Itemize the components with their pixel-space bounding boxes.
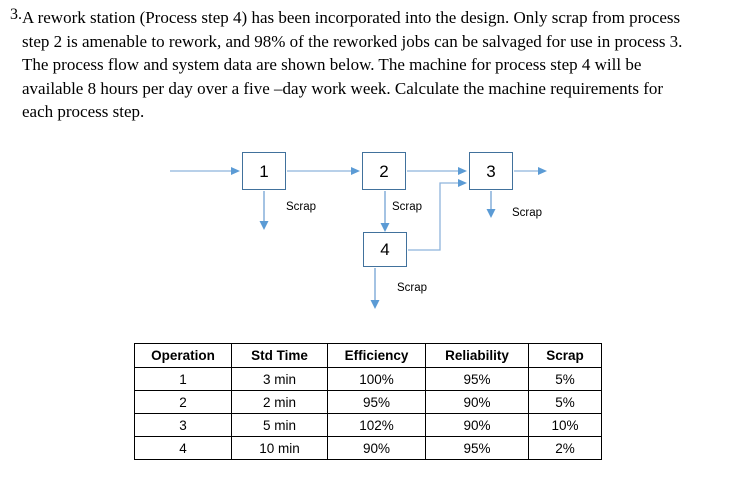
scrap-label-step2: Scrap <box>392 201 423 213</box>
cell-operation: 3 <box>134 413 232 437</box>
column-header-scrap: Scrap <box>528 343 602 368</box>
scrap-label-step4: Scrap <box>397 282 428 294</box>
cell-efficiency: 100% <box>327 367 426 391</box>
question-block: 3. A rework station (Process step 4) has… <box>10 6 710 124</box>
column-header-std-time: Std Time <box>231 343 328 368</box>
column-header-operation: Operation <box>134 343 232 368</box>
cell-std-time: 10 min <box>231 436 328 460</box>
cell-std-time: 5 min <box>231 413 328 437</box>
process-node-4[interactable]: 4 <box>363 232 407 267</box>
flow-connector-layer <box>170 167 547 309</box>
process-node-3[interactable]: 3 <box>469 152 513 190</box>
flow-step4-rework-to-step3 <box>408 179 467 251</box>
cell-scrap: 2% <box>528 436 602 460</box>
table-row: 3 5 min 102% 90% 10% <box>134 413 602 437</box>
process-node-1[interactable]: 1 <box>242 152 286 190</box>
column-header-reliability: Reliability <box>425 343 529 368</box>
question-text: A rework station (Process step 4) has be… <box>22 8 683 121</box>
cell-efficiency: 95% <box>327 390 426 414</box>
question-number: 3. <box>10 6 22 23</box>
cell-reliability: 95% <box>425 367 529 391</box>
cell-scrap: 10% <box>528 413 602 437</box>
cell-operation: 4 <box>134 436 232 460</box>
table-row: 4 10 min 90% 95% 2% <box>134 436 602 460</box>
cell-efficiency: 90% <box>327 436 426 460</box>
system-data-table: Operation Std Time Efficiency Reliabilit… <box>134 343 602 460</box>
table-header-row: Operation Std Time Efficiency Reliabilit… <box>134 343 602 368</box>
system-data-table-wrapper: Operation Std Time Efficiency Reliabilit… <box>134 343 602 460</box>
process-node-1-label: 1 <box>259 161 269 181</box>
scrap-label-step3: Scrap <box>512 207 543 219</box>
column-header-efficiency: Efficiency <box>327 343 426 368</box>
process-flow-diagram: 1 2 3 4 Scrap Scrap Scrap Scrap <box>0 138 730 318</box>
table-row: 1 3 min 100% 95% 5% <box>134 367 602 391</box>
cell-scrap: 5% <box>528 367 602 391</box>
process-node-3-label: 3 <box>486 161 496 181</box>
cell-operation: 1 <box>134 367 232 391</box>
process-node-2-label: 2 <box>379 161 389 181</box>
cell-efficiency: 102% <box>327 413 426 437</box>
cell-std-time: 2 min <box>231 390 328 414</box>
cell-std-time: 3 min <box>231 367 328 391</box>
cell-reliability: 95% <box>425 436 529 460</box>
table-row: 2 2 min 95% 90% 5% <box>134 390 602 414</box>
process-node-2[interactable]: 2 <box>362 152 406 190</box>
cell-reliability: 90% <box>425 413 529 437</box>
process-node-4-label: 4 <box>380 240 390 259</box>
cell-reliability: 90% <box>425 390 529 414</box>
cell-scrap: 5% <box>528 390 602 414</box>
cell-operation: 2 <box>134 390 232 414</box>
scrap-label-step1: Scrap <box>286 201 317 213</box>
